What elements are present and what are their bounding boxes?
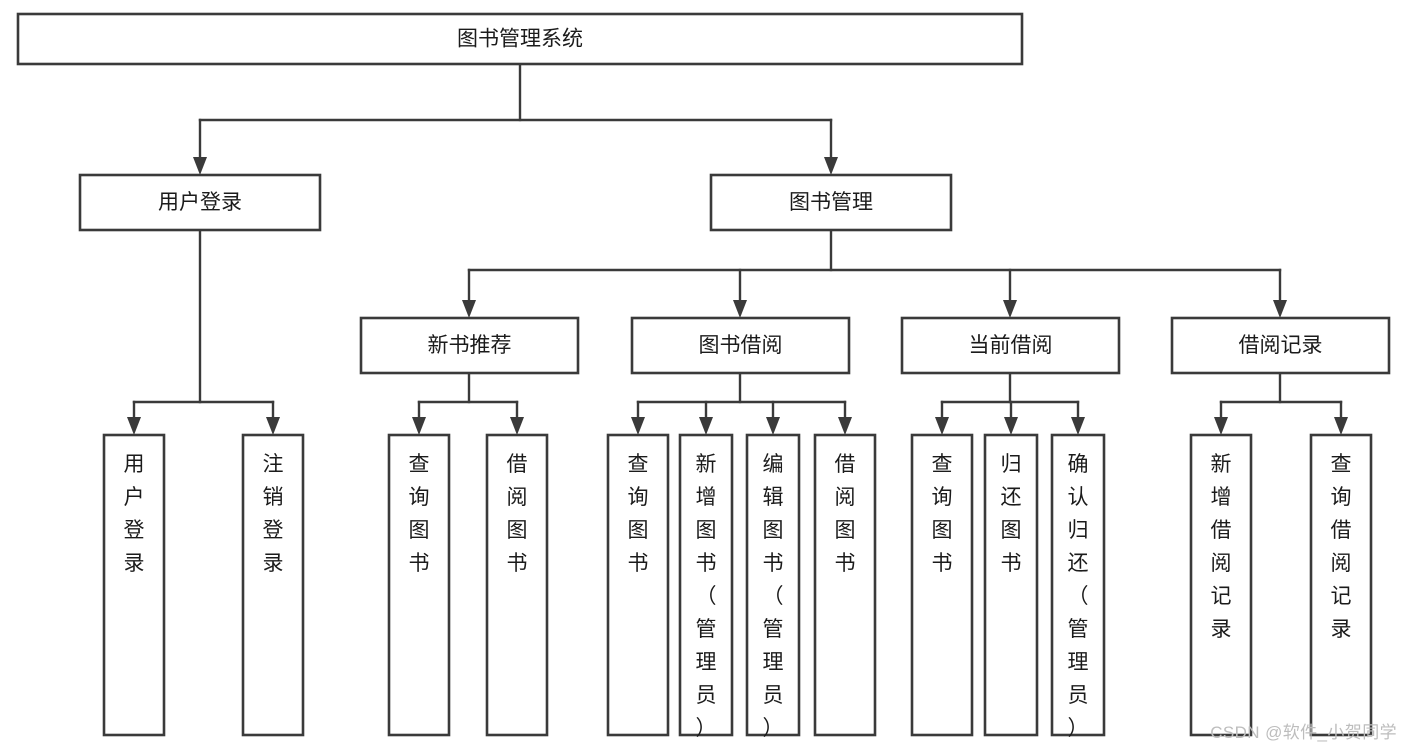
connector-group [193,118,838,175]
node-label: 借阅图书 [507,453,528,575]
node-label: 查询图书 [628,453,649,575]
node-rect[interactable] [16,12,1024,66]
arrow-head-icon [766,417,780,435]
arrow-head-icon [838,417,852,435]
node-rect[interactable] [359,316,580,375]
arrow-head-icon [193,157,207,175]
leaf-node-leaf-edit-book-admin[interactable]: 编辑图书（管理员） [745,433,801,740]
root-node-book-management-system[interactable]: 图书管理系统 [16,12,1024,66]
arrow-head-icon [412,417,426,435]
leaf-node-leaf-borrow-book-2[interactable]: 借阅图书 [813,433,877,737]
connector-group [127,400,280,435]
connector-group [1214,400,1348,435]
arrow-head-icon [1071,417,1085,435]
arrow-head-icon [699,417,713,435]
node-rect[interactable] [102,433,166,737]
arrow-head-icon [1003,300,1017,318]
arrow-head-icon [462,300,476,318]
connector-group [935,400,1085,435]
arrow-head-icon [1004,417,1018,435]
node-label: 图书管理系统 [457,28,583,51]
connector-group [631,400,852,435]
node-rect[interactable] [630,316,851,375]
node-rect[interactable] [983,433,1039,737]
leaf-node-leaf-user-login[interactable]: 用户登录 [102,433,166,737]
connector-group [412,400,524,435]
node-label: 图书管理 [789,191,873,214]
level3-node-borrow-record[interactable]: 借阅记录 [1170,316,1391,375]
node-label: 图书借阅 [699,334,783,357]
leaf-node-leaf-add-book-admin[interactable]: 新增图书（管理员） [678,433,734,740]
node-rect[interactable] [485,433,549,737]
leaf-node-leaf-borrow-book-1[interactable]: 借阅图书 [485,433,549,737]
node-rect[interactable] [678,433,734,737]
arrow-head-icon [510,417,524,435]
leaf-node-leaf-query-book-1[interactable]: 查询图书 [387,433,451,737]
node-rect[interactable] [1170,316,1391,375]
leaf-node-leaf-add-borrow-record[interactable]: 新增借阅记录 [1189,433,1253,737]
level3-node-current-borrow[interactable]: 当前借阅 [900,316,1121,375]
node-rect[interactable] [813,433,877,737]
node-label: 用户登录 [124,453,145,575]
node-rect[interactable] [900,316,1121,375]
node-label: 归还图书 [1001,453,1022,575]
arrow-head-icon [824,157,838,175]
node-label: 注销登录 [263,453,284,575]
arrow-head-icon [631,417,645,435]
leaf-node-leaf-query-borrow-record[interactable]: 查询借阅记录 [1309,433,1373,737]
node-label: 新增借阅记录 [1211,453,1232,641]
node-label: 用户登录 [158,191,242,214]
arrow-head-icon [1334,417,1348,435]
node-rect[interactable] [387,433,451,737]
node-rect[interactable] [606,433,670,737]
node-label: 借阅图书 [835,453,856,575]
level3-node-book-borrow[interactable]: 图书借阅 [630,316,851,375]
node-label: 新增图书（管理员） [696,453,717,740]
node-label: 查询借阅记录 [1331,453,1352,641]
arrow-head-icon [733,300,747,318]
node-rect[interactable] [1189,433,1253,737]
node-rect[interactable] [78,173,322,232]
arrow-head-icon [1273,300,1287,318]
node-label: 编辑图书（管理员） [763,453,784,740]
leaf-node-leaf-query-book-3[interactable]: 查询图书 [910,433,974,737]
leaf-node-leaf-confirm-return-admin[interactable]: 确认归还（管理员） [1050,433,1106,740]
level2-node-book-manage[interactable]: 图书管理 [709,173,953,232]
arrow-head-icon [127,417,141,435]
node-label: 确认归还（管理员） [1068,453,1089,740]
node-label: 查询图书 [932,453,953,575]
leaf-node-leaf-return-book[interactable]: 归还图书 [983,433,1039,737]
node-rect[interactable] [1050,433,1106,737]
node-label: 新书推荐 [428,334,512,357]
level3-node-new-book-recommend[interactable]: 新书推荐 [359,316,580,375]
arrow-head-icon [935,417,949,435]
level2-node-user-login[interactable]: 用户登录 [78,173,322,232]
node-rect[interactable] [1309,433,1373,737]
node-label: 查询图书 [409,453,430,575]
leaf-node-leaf-user-logout[interactable]: 注销登录 [241,433,305,737]
arrow-head-icon [266,417,280,435]
leaf-node-leaf-query-book-2[interactable]: 查询图书 [606,433,670,737]
connector-group [462,268,1287,318]
node-rect[interactable] [910,433,974,737]
node-rect[interactable] [745,433,801,737]
node-label: 借阅记录 [1239,334,1323,357]
node-rect[interactable] [241,433,305,737]
arrow-head-icon [1214,417,1228,435]
node-label: 当前借阅 [969,334,1053,357]
node-rect[interactable] [709,173,953,232]
